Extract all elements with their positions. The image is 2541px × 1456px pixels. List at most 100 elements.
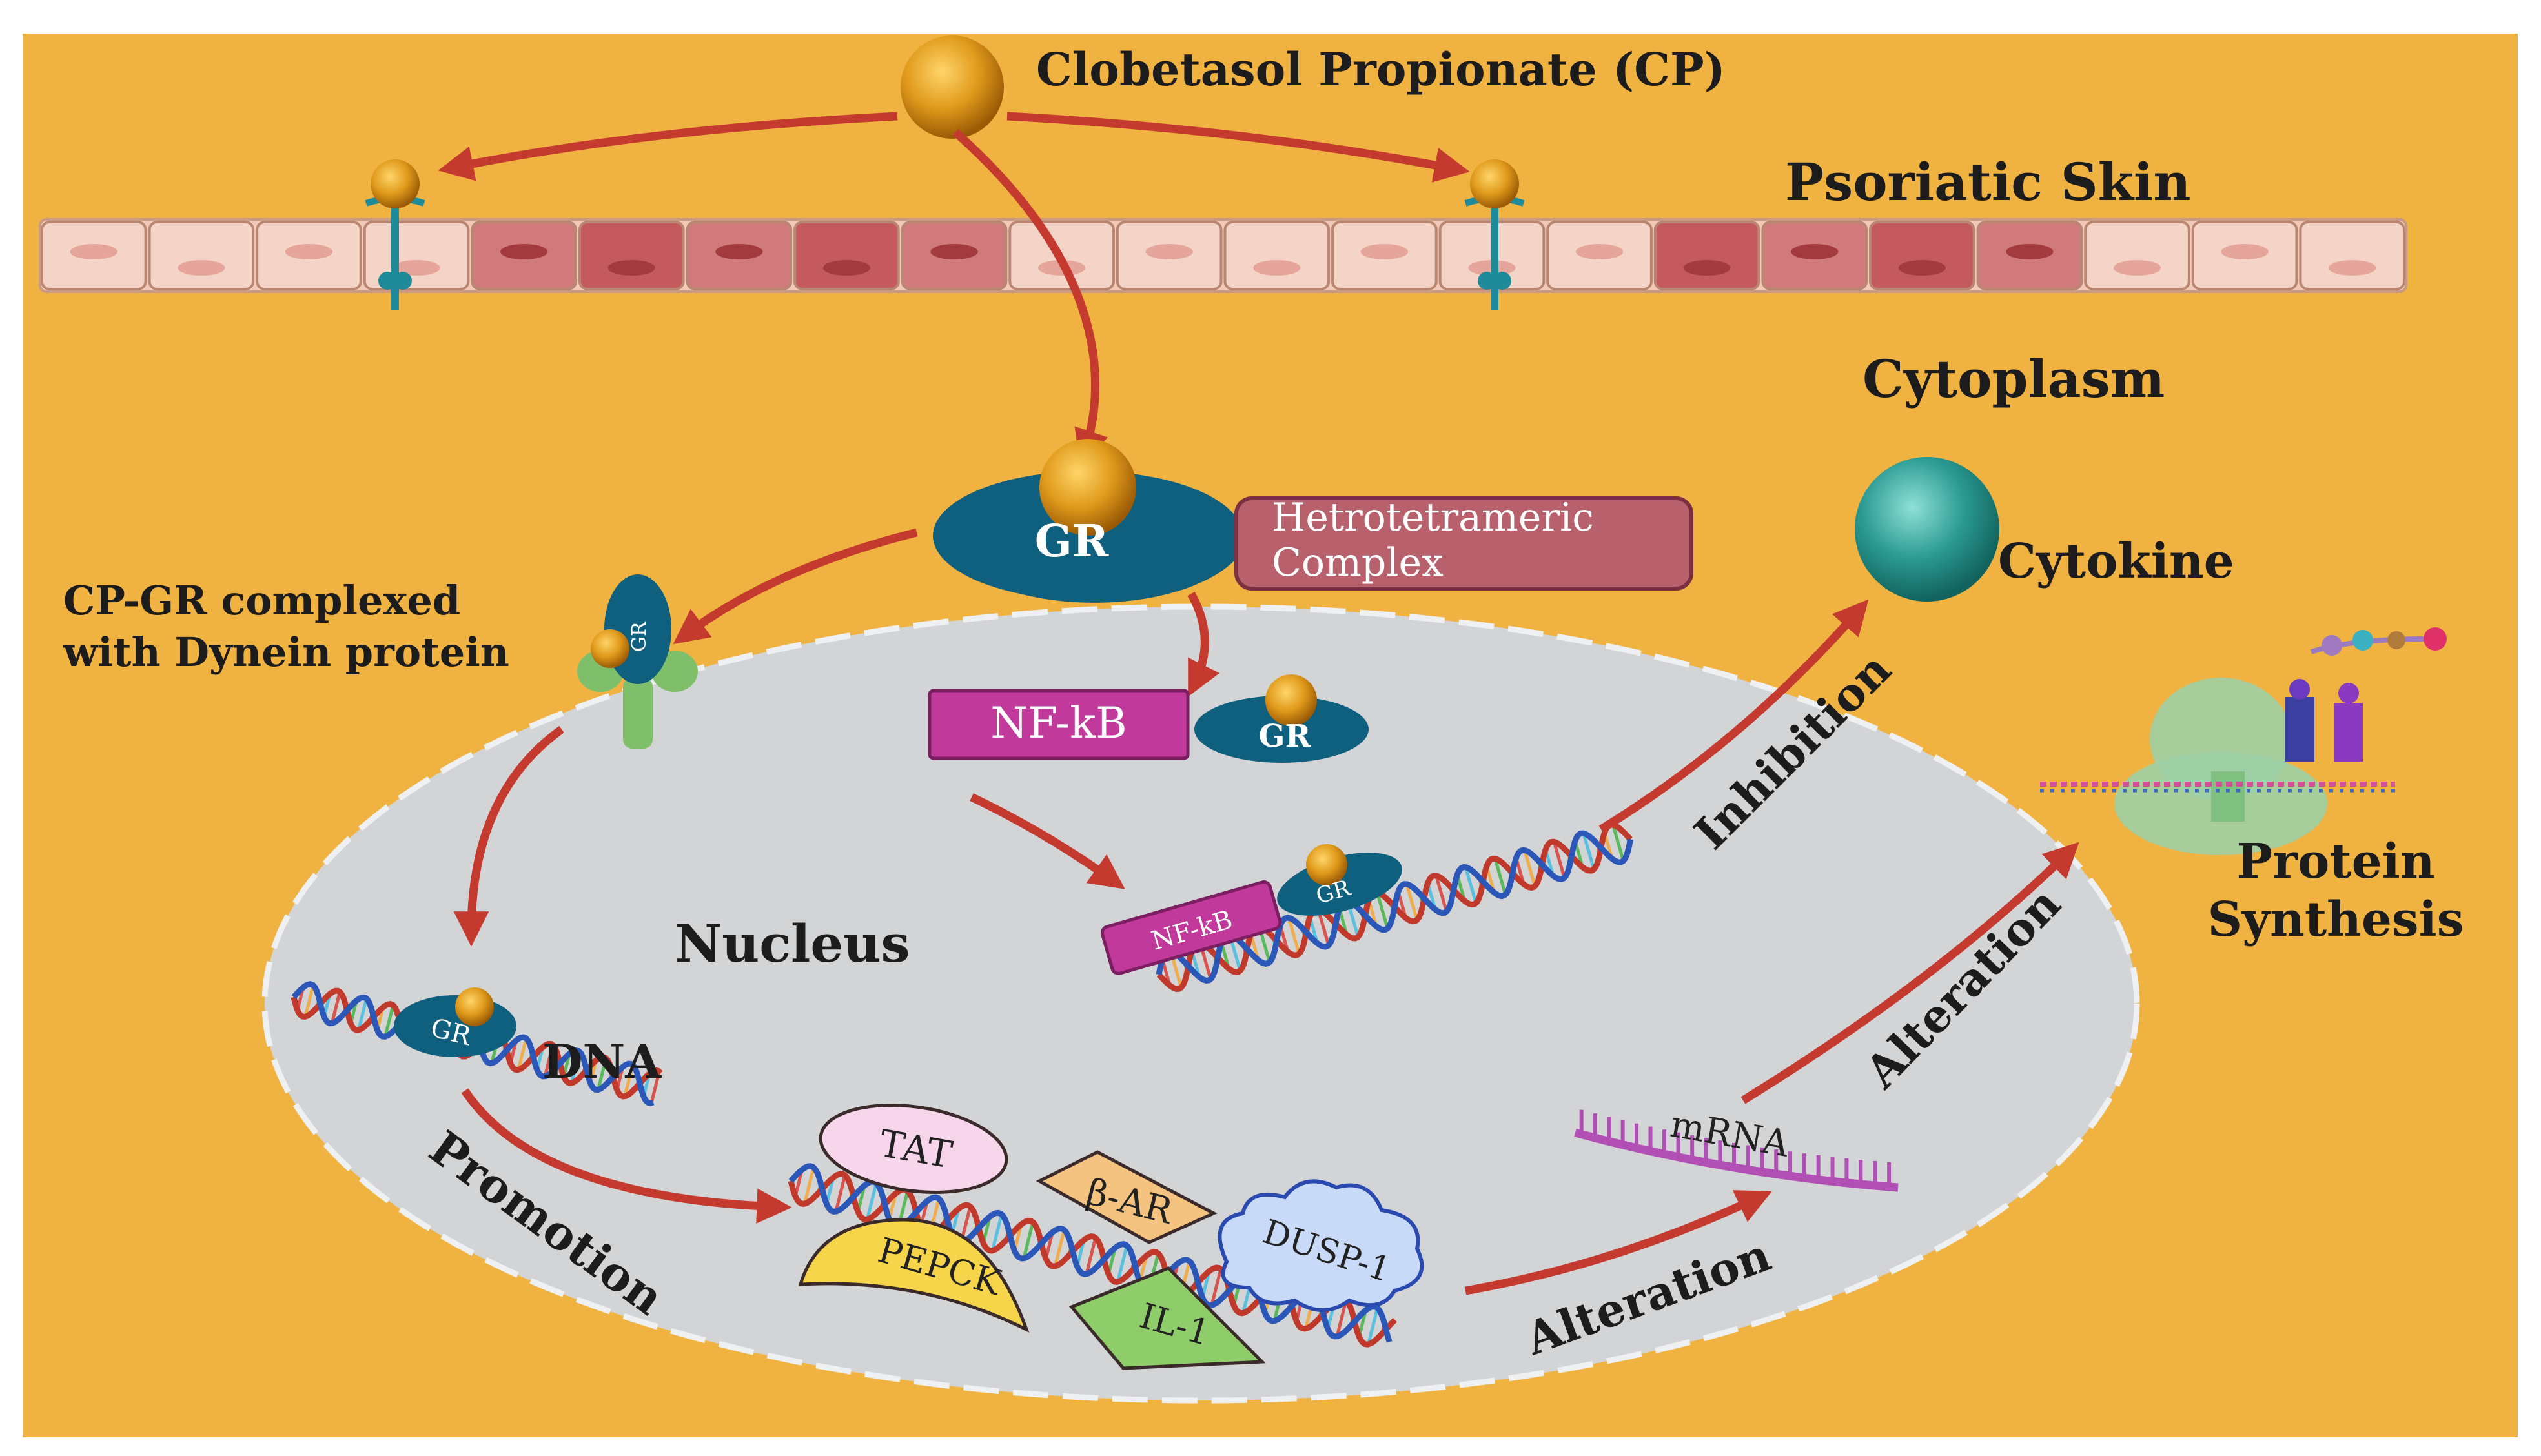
dna-base-pair [802,1167,815,1204]
skin-cell [2084,221,2190,290]
cell-nucleus [393,260,440,276]
gr-receptor-main: GR [933,439,1249,603]
cell-nucleus [930,244,978,259]
cpgr-label-line1: CP-GR complexed [63,577,460,624]
dna-base-pair [543,1044,555,1077]
dna-base-pair [1493,858,1507,895]
skin-label: Psoriatic Skin [1785,152,2191,212]
hetero-line2: Complex [1272,540,1444,585]
svg-text:GR: GR [628,621,651,652]
mrna-strand [1574,1109,1899,1192]
dna-base-pair [357,998,369,1031]
arrow-dynein-to-dna [453,725,564,947]
clobetasol-molecule [901,35,1004,139]
dna-base-pair [1611,824,1625,862]
drug-label: Clobetasol Propionate (CP) [1036,43,1726,96]
skin-cell [1223,221,1331,290]
dna-base-pair [990,1213,1003,1251]
cell-nucleus [1791,244,1839,259]
skin-cell [793,221,900,290]
dna-base-pair [865,1182,878,1220]
dna-base-pair [1335,1299,1348,1337]
nfkb-gr-bound-dna: NF-kB GR [1100,844,1402,975]
gr-bound-dna-left: GR [394,987,516,1057]
dna-base-pair [1405,884,1419,921]
dna-base-pair [1367,1308,1380,1345]
cell-nucleus [715,244,763,259]
dusp1-gene: DUSP-1 [1218,1179,1424,1312]
cell-nucleus [822,260,871,276]
skin-cell [578,221,685,290]
dna-base-pair [303,985,315,1017]
arrow-alteration-to-mrna [1464,1190,1772,1295]
arrow-nfkb-to-dna [970,793,1125,889]
dna-base-pair [383,1004,395,1037]
dna-base-pair [1552,841,1566,878]
tat-gene: TAT [819,1104,1008,1194]
gr-nfkb-label: GR [1259,718,1312,754]
dna-base-pair [1210,1268,1223,1306]
cell-nucleus [1145,244,1193,259]
cell-nucleus [1575,244,1624,259]
dna-base-pair [649,1071,661,1104]
ribosome-icon [2040,627,2447,855]
dna-base-pair [1582,833,1596,870]
arrow-gr-to-dynein [673,528,918,645]
dna-backbone [788,1163,1393,1343]
dna-base-pair [1287,917,1301,955]
membrane-receptor-right [1464,159,1525,310]
cell-nucleus [500,244,548,259]
cpgr-label-line2: with Dynein protein [63,629,509,676]
nfkb-gr-complex: NF-kB GR [928,674,1369,763]
hetrotetrameric-complex-box: Hetrotetrameric Complex [1234,495,1693,591]
arrow-drug-to-gr [952,129,1108,465]
hetero-line1: Hetrotetrameric [1272,495,1594,540]
arrow-alteration-to-protein [1740,842,2079,1104]
dna-base-pair [569,1051,581,1084]
cell-nucleus [178,260,225,276]
cell-nucleus [2329,260,2376,276]
dna-base-pair [1053,1229,1066,1267]
membrane-receptor-left [365,159,425,310]
protein-label-line2: Synthesis [2208,892,2464,947]
psoriatic-skin-layer [39,218,2407,293]
cell-nucleus [2221,244,2269,259]
nucleus-label: Nucleus [675,913,910,974]
dna-label: DNA [542,1034,662,1089]
dna-base-pair [1434,875,1448,913]
cell-nucleus [1253,260,1301,276]
dna-base-pair [1316,909,1331,946]
dna-base-pair [1085,1237,1097,1275]
dna-base-pair [1022,1222,1035,1259]
dna-base-pair [330,991,342,1024]
arrow-inhibition [1598,599,1869,833]
cell-nucleus [1683,260,1731,276]
nfkb-label: NF-kB [990,698,1127,748]
arrow-drug-to-left-receptor [438,112,898,181]
cytokine-label: Cytokine [1998,534,2234,589]
cell-nucleus [1898,260,1946,276]
arrow-gr-to-nfkb [1187,591,1220,697]
arrow-promotion [461,1088,792,1224]
dna-base-pair [1523,849,1536,887]
dna-base-pair [597,1058,608,1091]
arrow-drug-to-right-receptor [1006,112,1470,183]
gr-main-label: GR [1035,516,1109,567]
cell-nucleus [70,244,117,259]
cell-nucleus [2006,244,2054,259]
skin-cell [1653,221,1760,290]
dna-base-pair [516,1038,528,1071]
skin-cell [1869,221,1975,290]
skin-cell [2299,221,2406,290]
il1-gene: IL-1 [1068,1266,1266,1370]
cell-nucleus [2113,260,2161,276]
gr-dynein-complex: GR [577,574,698,749]
cell-nucleus [607,260,655,276]
cytoplasm-label: Cytoplasm [1862,349,2165,409]
dna-base-pair [1116,1245,1128,1282]
dna-base-pair [623,1064,635,1097]
cytokine-molecule [1855,457,1999,602]
protein-label-line1: Protein [2236,834,2434,889]
cell-nucleus [1360,244,1409,259]
